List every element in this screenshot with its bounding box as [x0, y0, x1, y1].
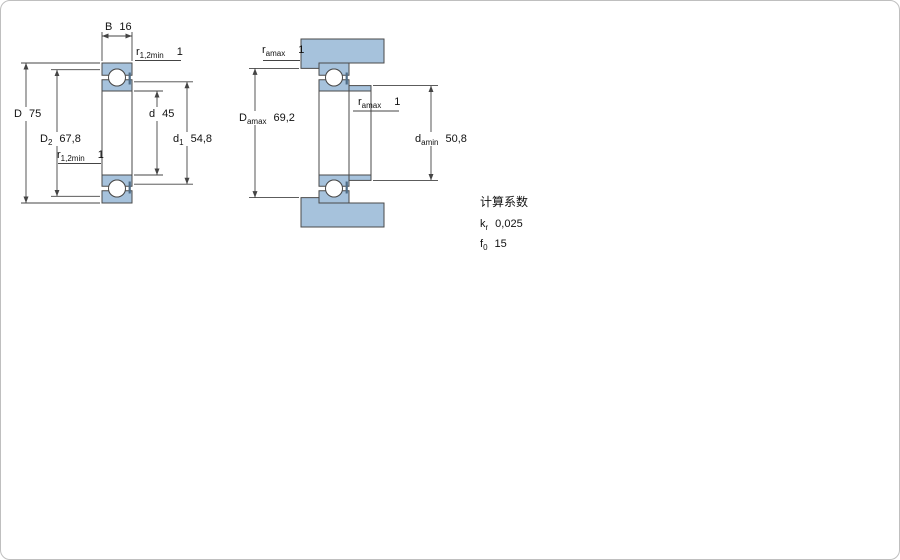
dim-value: 16 [119, 21, 132, 33]
shaft-shoulder-bottom [348, 174, 372, 181]
dim-label-da: damin 50,8 [413, 132, 469, 148]
ball-bottom [325, 179, 343, 198]
calc-factor-kr: kr 0,025 [480, 218, 523, 233]
shaft-shoulder-top [348, 85, 372, 92]
calc-factor-f0: f0 15 [480, 238, 507, 253]
dim-label-d1: d1 54,8 [171, 132, 214, 148]
dim-value: 50,8 [445, 133, 467, 145]
dim-value: 1 [394, 96, 401, 108]
dim-symbol: r [262, 44, 266, 56]
dim-subscript: 1,2min [139, 51, 164, 61]
dim-value: 1 [298, 44, 305, 56]
dim-symbol: r [57, 149, 61, 161]
factor-value: 0,025 [495, 218, 523, 230]
dim-symbol: r [358, 96, 362, 108]
ball-top [325, 68, 343, 87]
dim-label-ra-mid: ramax 1 [358, 96, 401, 111]
dim-subscript: 2 [47, 138, 53, 148]
dim-subscript: amax [246, 117, 267, 127]
dim-value: 67,8 [59, 133, 81, 145]
dim-label-r-bottom: r1,2min 1 [57, 149, 104, 164]
dim-symbol: d [173, 133, 180, 145]
factor-subscript: 0 [483, 243, 488, 253]
right-mounted-view [300, 38, 385, 228]
dim-subscript: 1 [179, 138, 184, 148]
dim-value: 1 [176, 46, 183, 58]
left-bearing-section [101, 62, 133, 204]
dim-symbol: B [105, 21, 113, 33]
dim-symbol: d [415, 133, 422, 145]
dim-symbol: r [136, 46, 140, 58]
dim-symbol: D [239, 112, 247, 124]
dim-subscript: 1,2min [60, 154, 85, 164]
dim-value: 45 [162, 108, 175, 120]
dim-label-D2: D2 67,8 [38, 132, 83, 148]
dim-label-ra-top: ramax 1 [262, 44, 305, 59]
dim-label-B: B 16 [105, 21, 132, 33]
ball-bottom [108, 179, 126, 198]
dim-value: 54,8 [190, 133, 212, 145]
dim-subscript: amin [421, 138, 439, 148]
factor-symbol: k [480, 218, 486, 230]
dim-value: 69,2 [273, 112, 295, 124]
dim-label-D: D 75 [12, 107, 44, 121]
dim-value: 75 [28, 108, 42, 120]
dim-label-d: d 45 [147, 107, 177, 121]
factor-value: 15 [494, 238, 507, 250]
dim-subscript: amax [265, 49, 286, 59]
dim-symbol: d [149, 108, 156, 120]
dim-label-Da: Damax 69,2 [237, 111, 297, 127]
dim-value: 1 [97, 149, 104, 161]
calc-factors-title: 计算系数 [480, 195, 529, 209]
factor-symbol: f [480, 238, 484, 250]
factor-subscript: r [485, 223, 489, 233]
dim-subscript: amax [361, 101, 382, 111]
dim-symbol: D [40, 133, 48, 145]
ball-top [108, 68, 126, 87]
dim-symbol: D [14, 108, 22, 120]
dim-label-r-top: r1,2min 1 [136, 46, 183, 61]
